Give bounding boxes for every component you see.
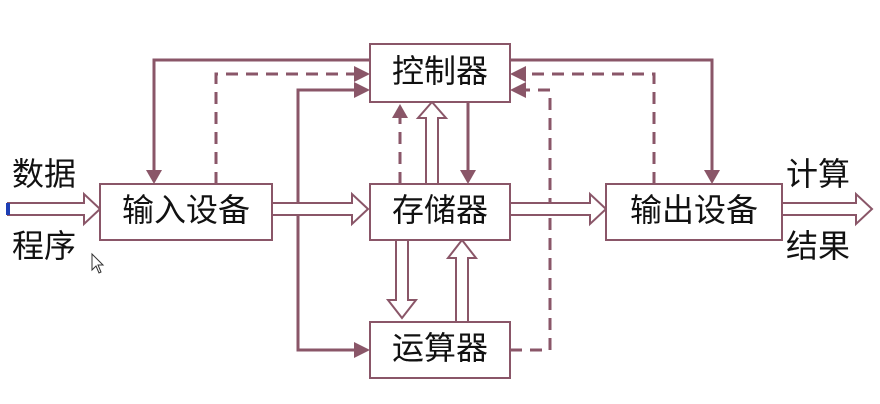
memory-box (369, 183, 511, 241)
arrowhead-into-controller-left (354, 82, 370, 98)
arrowhead-into-output (704, 170, 720, 184)
arrowhead-feedback-memory (392, 104, 408, 118)
input-cursor-marker (6, 203, 10, 215)
control-line-from-trunk-to-controller (296, 88, 356, 208)
arrowhead-feedback-input (354, 66, 370, 82)
arrowhead-into-memory-top (460, 170, 476, 184)
data-arrow-input-to-memory (271, 191, 370, 227)
data-arrow-out-of-output (781, 191, 874, 227)
input-label-data: 数据 (12, 155, 76, 193)
data-arrow-memory-to-controller (415, 100, 449, 185)
control-line-to-output (510, 58, 714, 172)
feedback-line-alu-to-controller (510, 88, 552, 352)
arrowhead-feedback-alu (510, 82, 526, 98)
output-label-compute: 计算 (786, 155, 850, 193)
controller-box (369, 43, 511, 103)
input-device-label: 输入设备 (122, 191, 250, 229)
mouse-cursor-icon (91, 252, 105, 274)
arrowhead-feedback-output (510, 66, 526, 82)
input-device-box (99, 183, 273, 241)
feedback-line-input-to-controller (214, 72, 356, 184)
feedback-line-output-to-controller (524, 72, 656, 184)
controller-label: 控制器 (392, 52, 488, 90)
input-label-program: 程序 (12, 227, 76, 265)
arrowhead-into-alu (354, 342, 370, 358)
control-line-to-input (152, 58, 370, 172)
output-device-box (605, 183, 783, 241)
memory-label: 存储器 (392, 191, 488, 229)
output-device-label: 输出设备 (630, 191, 758, 229)
alu-box (369, 321, 511, 379)
alu-label: 运算器 (392, 329, 488, 367)
data-arrow-alu-to-memory (445, 238, 479, 323)
data-arrow-memory-to-output (509, 191, 608, 227)
arrowhead-into-input (146, 170, 162, 184)
control-line-to-alu (296, 208, 356, 352)
data-arrow-into-input (7, 191, 102, 227)
data-arrow-memory-to-alu (385, 239, 419, 320)
output-label-result: 结果 (786, 227, 850, 265)
